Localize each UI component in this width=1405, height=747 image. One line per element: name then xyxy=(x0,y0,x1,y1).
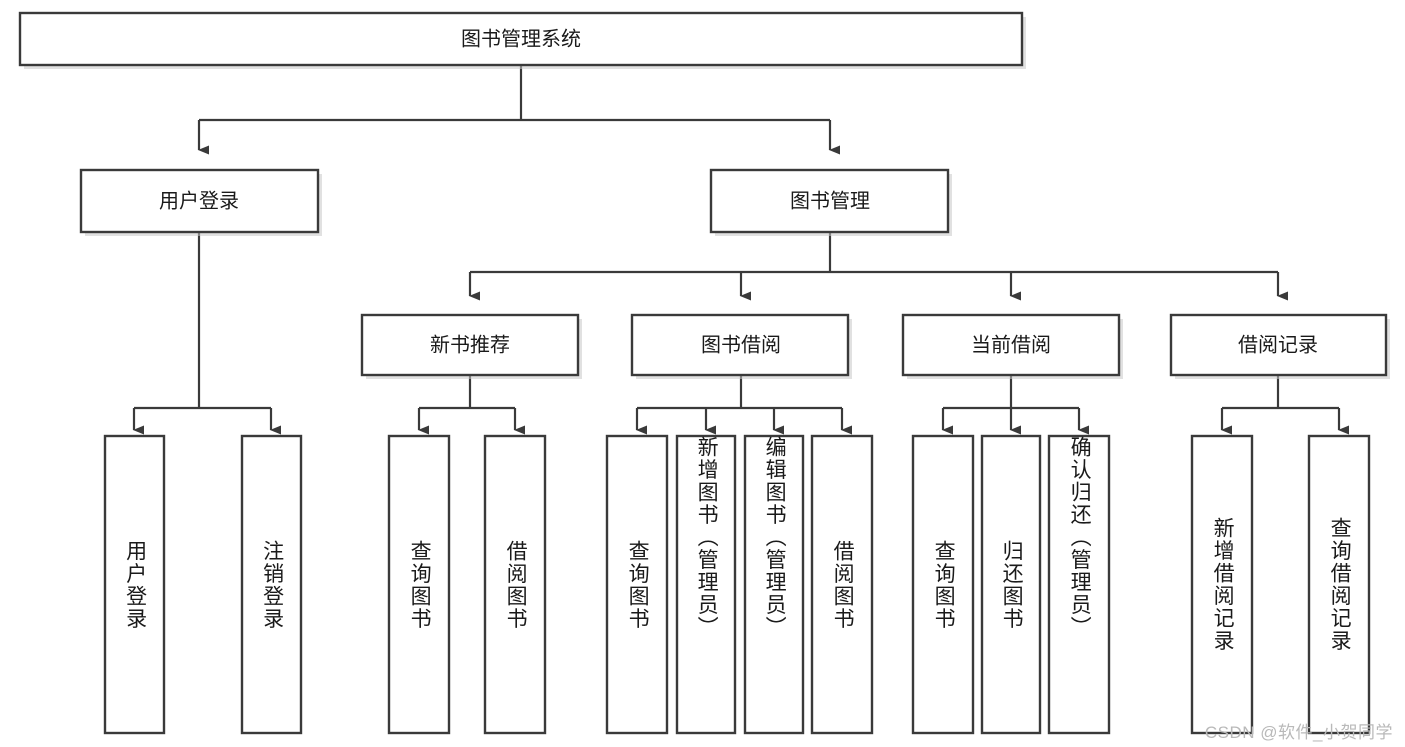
node-book-borrow-label: 图书借阅 xyxy=(701,333,781,356)
node-leaf-borrow-record-add[interactable] xyxy=(1190,434,1254,735)
node-new-book-recommend[interactable] xyxy=(360,313,580,377)
node-borrow-record[interactable] xyxy=(1169,313,1388,377)
node-leaf-new-book-borrow[interactable] xyxy=(483,434,547,735)
node-leaf-new-book-query[interactable] xyxy=(387,434,451,735)
node-user-login[interactable] xyxy=(79,168,320,234)
node-leaf-book-borrow-add[interactable] xyxy=(675,434,737,735)
node-root-label: 图书管理系统 xyxy=(461,27,581,50)
node-current-borrow[interactable] xyxy=(901,313,1121,377)
node-leaf-borrow-record-query[interactable] xyxy=(1307,434,1371,735)
node-leaf-current-borrow-confirm[interactable] xyxy=(1047,434,1111,735)
node-leaf-book-borrow-edit[interactable] xyxy=(743,434,805,735)
node-leaf-user-login-logout[interactable] xyxy=(240,434,303,735)
node-leaf-book-borrow-borrow[interactable] xyxy=(810,434,874,735)
node-book-borrow[interactable] xyxy=(630,313,850,377)
node-current-borrow-label: 当前借阅 xyxy=(971,333,1051,356)
connector-layer xyxy=(132,65,1349,435)
node-leaf-book-borrow-query[interactable] xyxy=(605,434,669,735)
node-user-login-label: 用户登录 xyxy=(159,189,239,212)
node-layer: 图书管理系统 用户登录 图书管理 新书推荐 图书借阅 当前借阅 借阅记录 xyxy=(18,11,1390,735)
node-leaf-current-borrow-query[interactable] xyxy=(911,434,975,735)
node-book-management-label: 图书管理 xyxy=(790,189,870,212)
node-leaf-user-login-login[interactable] xyxy=(103,434,166,735)
node-leaf-current-borrow-return[interactable] xyxy=(980,434,1042,735)
node-borrow-record-label: 借阅记录 xyxy=(1238,333,1318,356)
node-new-book-recommend-label: 新书推荐 xyxy=(430,333,510,356)
node-book-management[interactable] xyxy=(709,168,950,234)
node-root-book-management-system[interactable] xyxy=(18,11,1024,67)
